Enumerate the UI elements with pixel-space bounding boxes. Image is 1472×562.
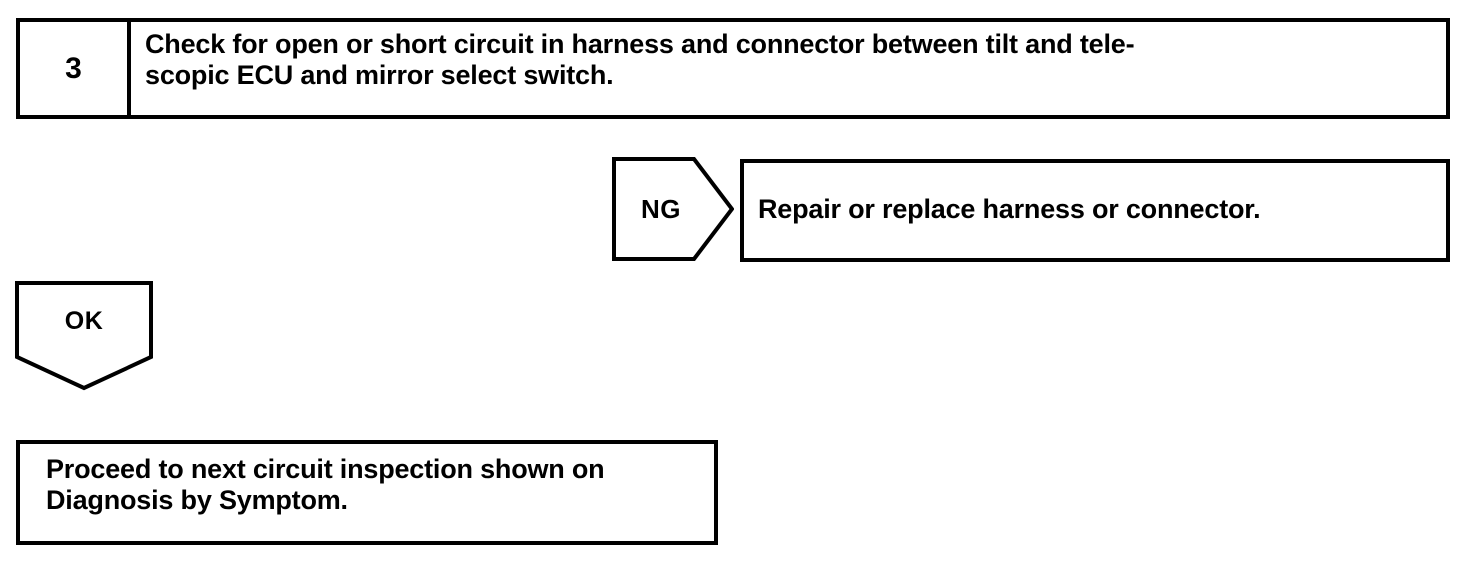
- ng-branch-arrow: [612, 157, 734, 261]
- ng-pentagon-shape: [612, 157, 734, 261]
- ng-branch-label: NG: [641, 193, 681, 224]
- step-row: 3 Check for open or short circuit in har…: [16, 18, 1450, 119]
- ng-result-text: Repair or replace harness or connector.: [758, 193, 1261, 224]
- step-instruction-text: Check for open or short circuit in harne…: [145, 29, 1135, 91]
- step-number: 3: [65, 51, 82, 85]
- ok-branch-label: OK: [64, 306, 104, 335]
- ng-result-box: Repair or replace harness or connector.: [740, 159, 1450, 262]
- ok-result-box: Proceed to next circuit inspection shown…: [16, 440, 718, 545]
- step-instruction-cell: Check for open or short circuit in harne…: [131, 22, 1446, 115]
- ok-result-text: Proceed to next circuit inspection shown…: [46, 454, 605, 516]
- ok-pentagon-shape: [15, 281, 153, 391]
- ok-branch-arrow: [15, 281, 153, 391]
- step-number-cell: 3: [20, 22, 131, 115]
